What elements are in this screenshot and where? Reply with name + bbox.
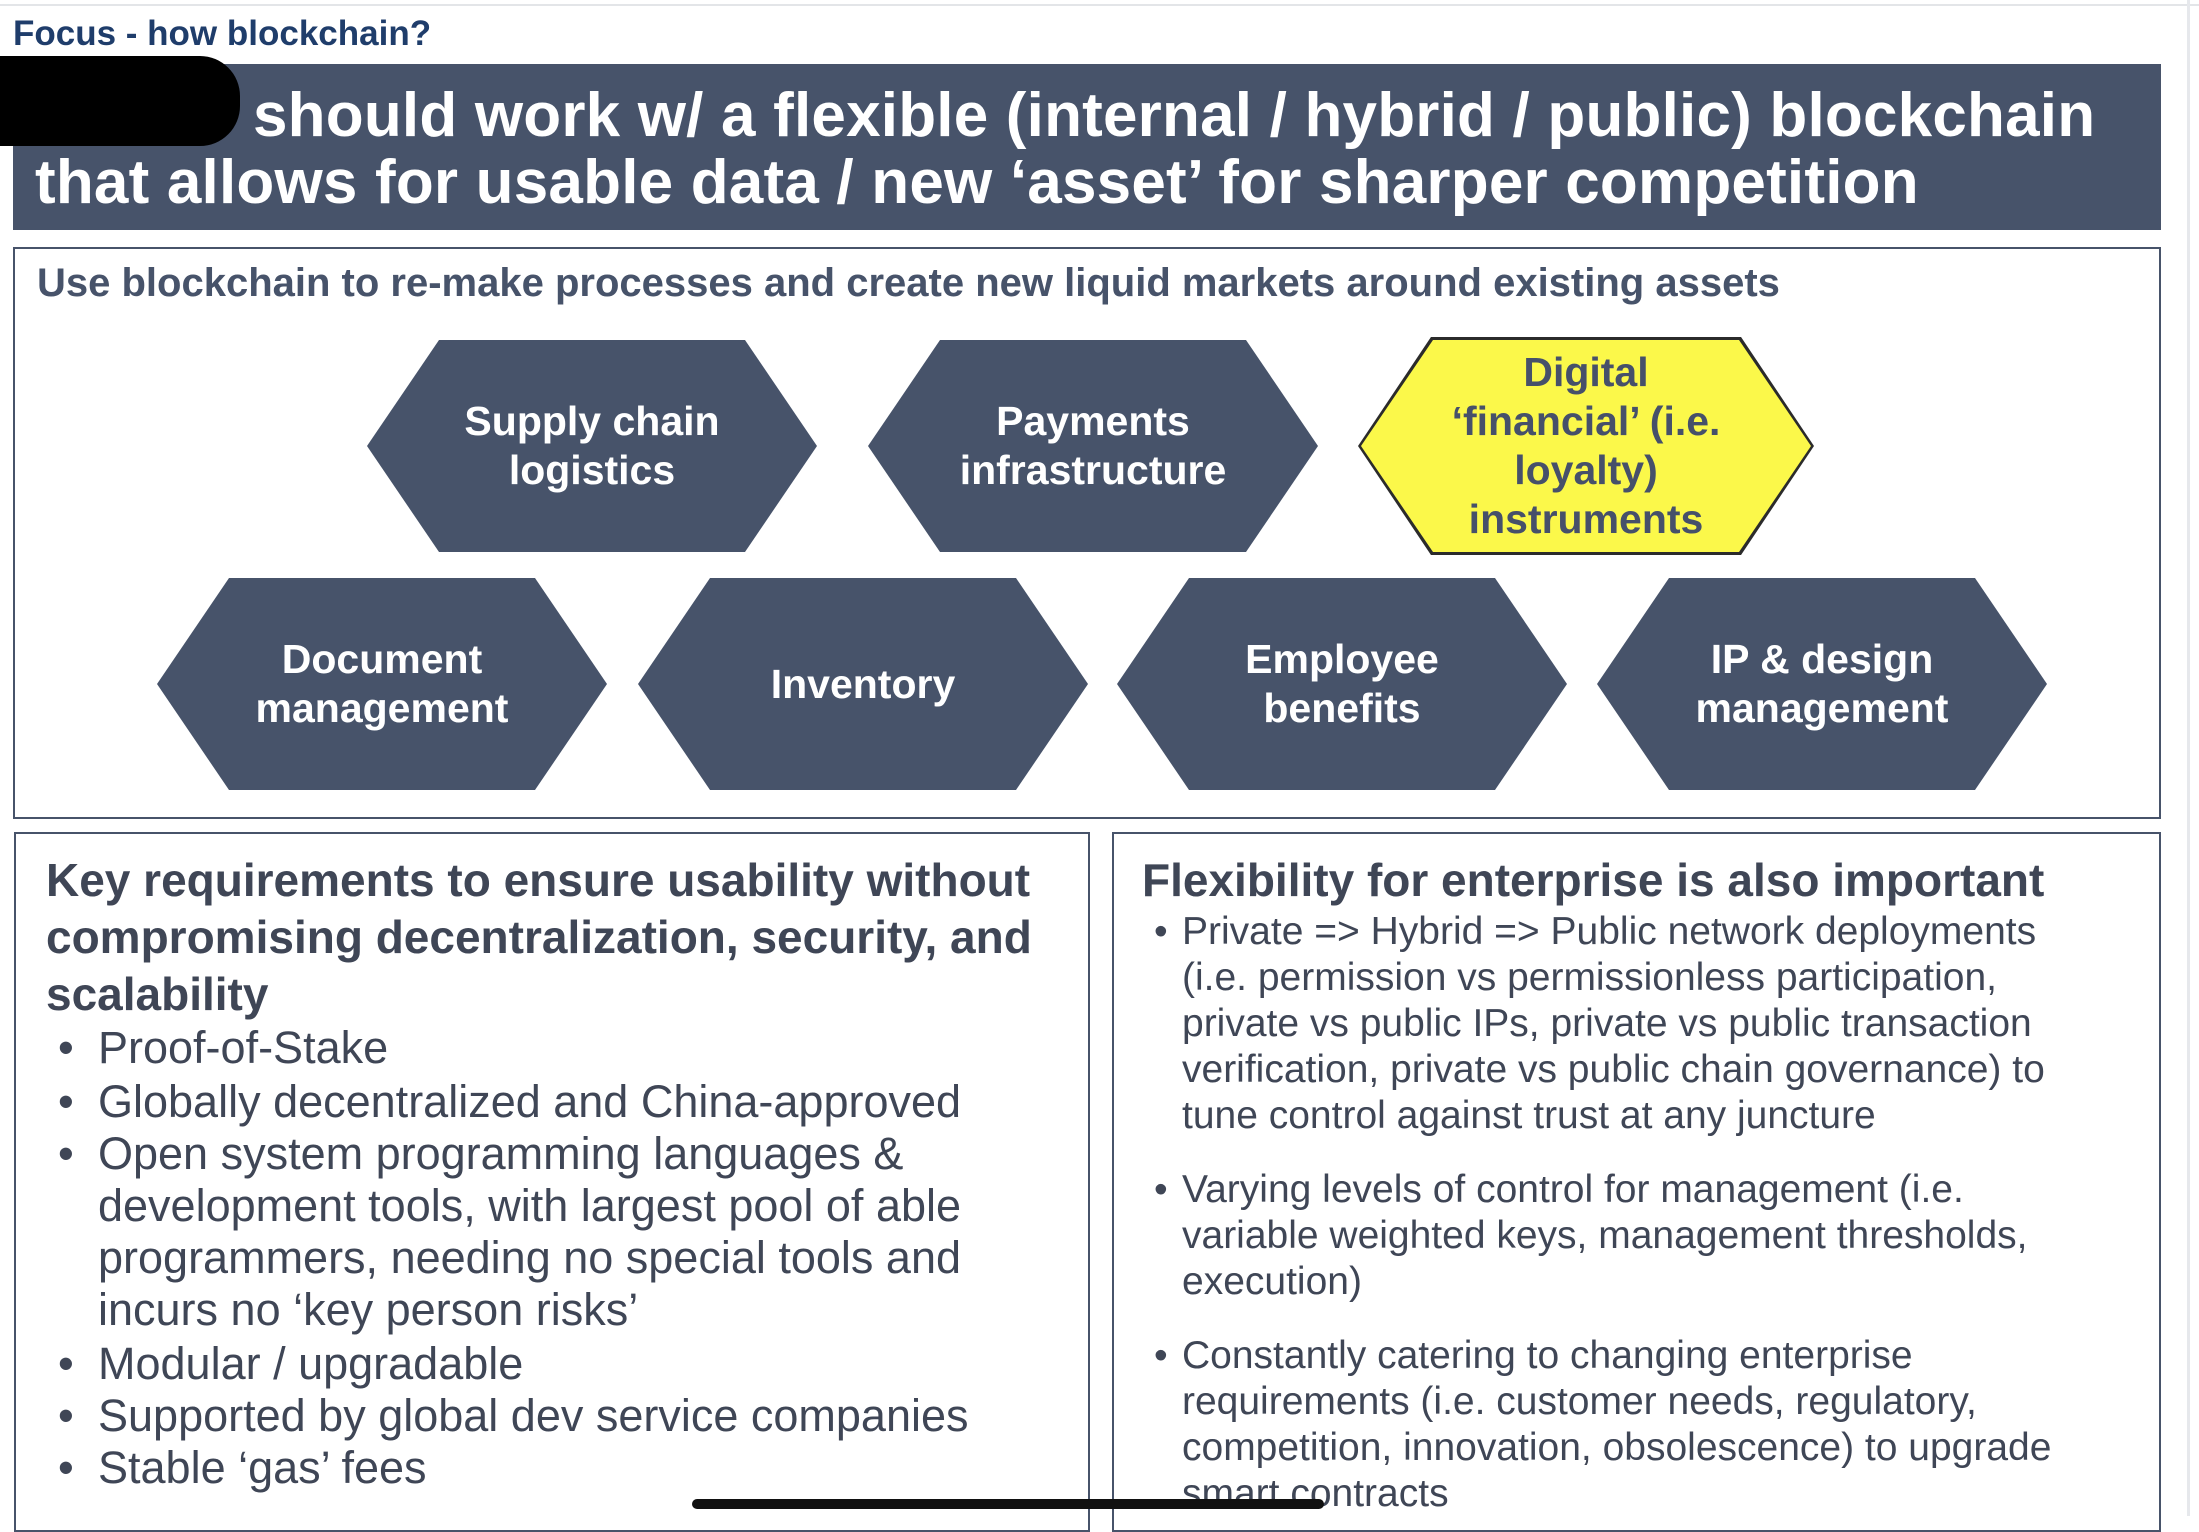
list-item-text: programmers, needing no special tools an… bbox=[98, 1232, 961, 1283]
hex-label: Document management bbox=[255, 636, 509, 731]
bullet-icon: • bbox=[58, 1338, 74, 1389]
list-item-text: Private => Hybrid => Public network depl… bbox=[1182, 910, 2037, 953]
flexibility-title: Flexibility for enterprise is also impor… bbox=[1142, 854, 2045, 906]
list-item-text: Constantly catering to changing enterpri… bbox=[1182, 1334, 1913, 1377]
headline-line-1: should work w/ a flexible (internal / hy… bbox=[253, 81, 2096, 150]
bullet-icon: • bbox=[58, 1128, 74, 1179]
bullet-icon: • bbox=[1154, 1168, 1168, 1211]
requirements-panel: Key requirements to ensure usability wit… bbox=[14, 832, 1090, 1532]
bullet-icon: • bbox=[58, 1076, 74, 1127]
hex-ip-design-management: IP & design management bbox=[1597, 578, 2047, 790]
redaction-mark bbox=[0, 56, 240, 146]
list-item-text: tune control against trust at any junctu… bbox=[1182, 1094, 1876, 1137]
bullet-icon: • bbox=[1154, 910, 1168, 953]
list-item-text: Varying levels of control for management… bbox=[1182, 1168, 1964, 1211]
list-item-text: incurs no ‘key person risks’ bbox=[98, 1284, 639, 1335]
hex-label: Payments infrastructure bbox=[959, 398, 1227, 493]
list-item-text: competition, innovation, obsolescence) t… bbox=[1182, 1426, 2052, 1469]
hex-supply-chain-logistics: Supply chain logistics bbox=[367, 340, 817, 552]
bullet-icon: • bbox=[58, 1442, 74, 1493]
headline-banner: should work w/ a flexible (internal / hy… bbox=[13, 64, 2161, 230]
requirements-title: Key requirements to ensure usability wit… bbox=[46, 854, 1032, 1020]
list-item-text: Proof-of-Stake bbox=[98, 1022, 389, 1073]
hex-label: Digital ‘financial’ (i.e. loyalty) instr… bbox=[1451, 349, 1721, 542]
hex-employee-benefits: Employee benefits bbox=[1117, 578, 1567, 790]
focus-label: Focus - how blockchain? bbox=[13, 14, 432, 53]
list-item-text: private vs public IPs, private vs public… bbox=[1182, 1002, 2032, 1045]
home-indicator-bar[interactable] bbox=[692, 1499, 1324, 1509]
right-edge-rule bbox=[2187, 0, 2190, 1516]
bullet-icon: • bbox=[58, 1390, 74, 1441]
use-cases-title: Use blockchain to re-make processes and … bbox=[37, 261, 1780, 305]
hex-label: Employee benefits bbox=[1245, 636, 1439, 731]
hex-label: IP & design management bbox=[1695, 636, 1949, 731]
list-item-text: smart contracts bbox=[1182, 1472, 1449, 1515]
bullet-icon: • bbox=[58, 1022, 74, 1073]
list-item-text: development tools, with largest pool of … bbox=[98, 1180, 962, 1231]
headline-line-2: that allows for usable data / new ‘asset… bbox=[35, 148, 1919, 217]
hex-label: Supply chain logistics bbox=[464, 398, 720, 493]
hex-payments-infrastructure: Payments infrastructure bbox=[868, 340, 1318, 552]
list-item-text: Globally decentralized and China-approve… bbox=[98, 1076, 962, 1127]
top-rule bbox=[0, 4, 2199, 6]
list-item-text: Supported by global dev service companie… bbox=[98, 1390, 969, 1441]
hex-inventory: Inventory bbox=[638, 578, 1088, 790]
list-item-text: requirements (i.e. customer needs, regul… bbox=[1182, 1380, 1977, 1423]
hex-document-management: Document management bbox=[157, 578, 607, 790]
bullet-icon: • bbox=[1154, 1334, 1168, 1377]
list-item-text: Stable ‘gas’ fees bbox=[98, 1442, 427, 1493]
hex-digital-financial-instruments: Digital ‘financial’ (i.e. loyalty) instr… bbox=[1361, 340, 1811, 552]
list-item-text: Modular / upgradable bbox=[98, 1338, 524, 1389]
list-item-text: variable weighted keys, management thres… bbox=[1182, 1214, 2028, 1257]
hex-label: Inventory bbox=[770, 660, 956, 707]
list-item-text: (i.e. permission vs permissionless parti… bbox=[1182, 956, 1997, 999]
list-item-text: execution) bbox=[1182, 1260, 1362, 1303]
use-cases-panel: Use blockchain to re-make processes and … bbox=[13, 247, 2161, 819]
list-item-text: Open system programming languages & bbox=[98, 1128, 904, 1179]
list-item-text: verification, private vs public chain go… bbox=[1182, 1048, 2045, 1091]
flexibility-panel: Flexibility for enterprise is also impor… bbox=[1112, 832, 2161, 1532]
